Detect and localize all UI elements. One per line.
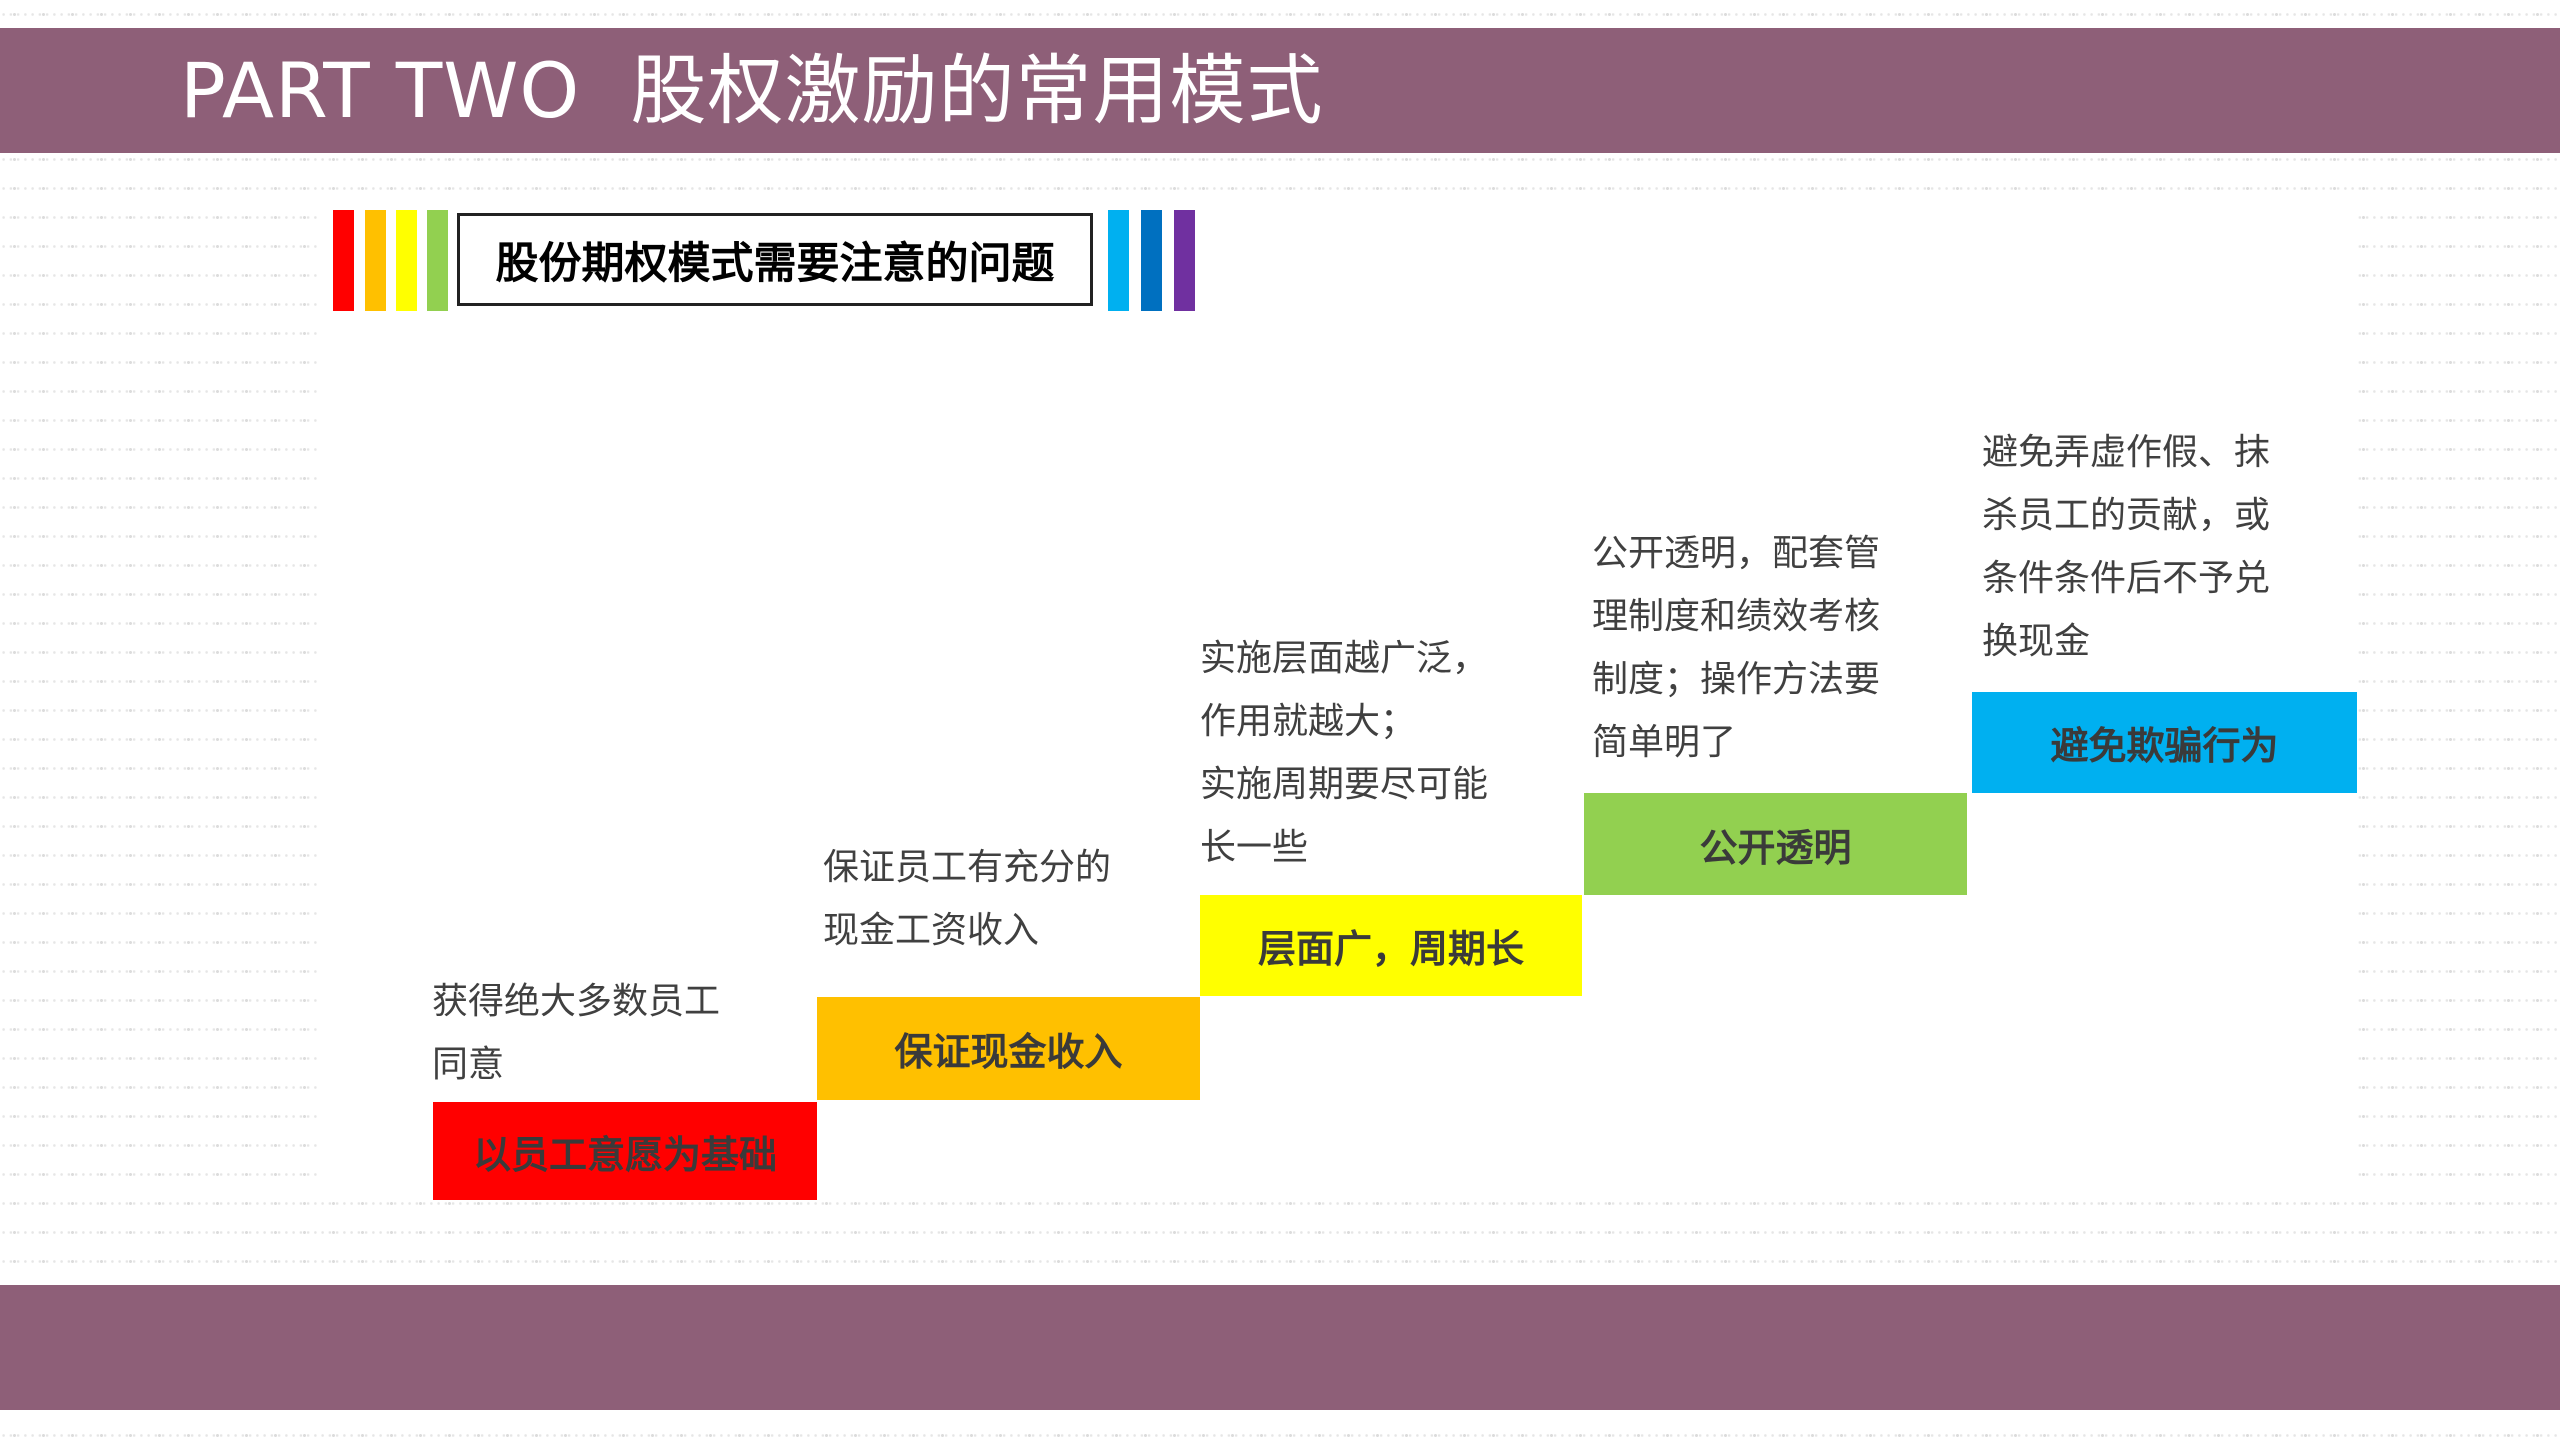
description-line: 获得绝大多数员工: [432, 981, 721, 1022]
subtitle-box: 股份期权模式需要注意的问题: [457, 213, 1093, 306]
description-line: 公开透明，配套管: [1592, 533, 1881, 574]
step-4-description: 公开透明，配套管 理制度和绩效考核 制度；操作方法要 简单明了: [1592, 522, 1880, 774]
step-1-block: 以员工意愿为基础: [433, 1102, 817, 1200]
description-line: 换现金: [1982, 621, 2091, 662]
description-line: 条件条件后不予兑: [1982, 558, 2271, 599]
step-4-label: 公开透明: [1699, 825, 1852, 870]
decor-bar-yellow: [396, 210, 417, 311]
decor-bar-blue: [1141, 210, 1162, 311]
description-line: 长一些: [1200, 827, 1309, 868]
step-2-block: 保证现金收入: [817, 997, 1200, 1100]
footer-band: [0, 1285, 2560, 1410]
description-line: 简单明了: [1592, 722, 1737, 763]
step-5-label: 避免欺骗行为: [2050, 724, 2279, 768]
decor-bar-purple: [1174, 210, 1195, 311]
decor-bar-light-blue: [1108, 210, 1129, 311]
step-2-label: 保证现金收入: [894, 1030, 1123, 1074]
step-3-description: 实施层面越广泛， 作用就越大； 实施周期要尽可能 长一些: [1200, 627, 1488, 879]
step-3-label: 层面广，周期长: [1257, 927, 1524, 971]
header-band: [0, 28, 2560, 153]
step-1-description: 获得绝大多数员工 同意: [432, 970, 720, 1096]
step-1-label: 以员工意愿为基础: [472, 1132, 777, 1177]
subtitle-text: 股份期权模式需要注意的问题: [495, 238, 1055, 289]
step-3-block: 层面广，周期长: [1200, 895, 1582, 996]
description-line: 现金工资收入: [823, 910, 1040, 951]
description-line: 同意: [432, 1044, 505, 1085]
description-line: 作用就越大；: [1200, 701, 1417, 742]
page-title: PART TWO 股权激励的常用模式: [180, 46, 1324, 135]
description-line: 实施层面越广泛，: [1200, 638, 1489, 679]
decor-bar-green: [427, 210, 448, 311]
decor-bar-orange: [365, 210, 386, 311]
description-line: 制度；操作方法要: [1592, 659, 1881, 700]
description-line: 杀员工的贡献，或: [1982, 495, 2271, 536]
description-line: 保证员工有充分的: [823, 847, 1112, 888]
description-line: 避免弄虚作假、抹: [1982, 432, 2271, 473]
step-4-block: 公开透明: [1584, 793, 1967, 895]
description-line: 实施周期要尽可能: [1200, 764, 1489, 805]
description-line: 理制度和绩效考核: [1592, 596, 1881, 637]
step-5-description: 避免弄虚作假、抹 杀员工的贡献，或 条件条件后不予兑 换现金: [1982, 421, 2270, 673]
step-5-block: 避免欺骗行为: [1972, 692, 2357, 793]
step-2-description: 保证员工有充分的 现金工资收入: [823, 836, 1111, 962]
decor-bar-red: [333, 210, 354, 311]
